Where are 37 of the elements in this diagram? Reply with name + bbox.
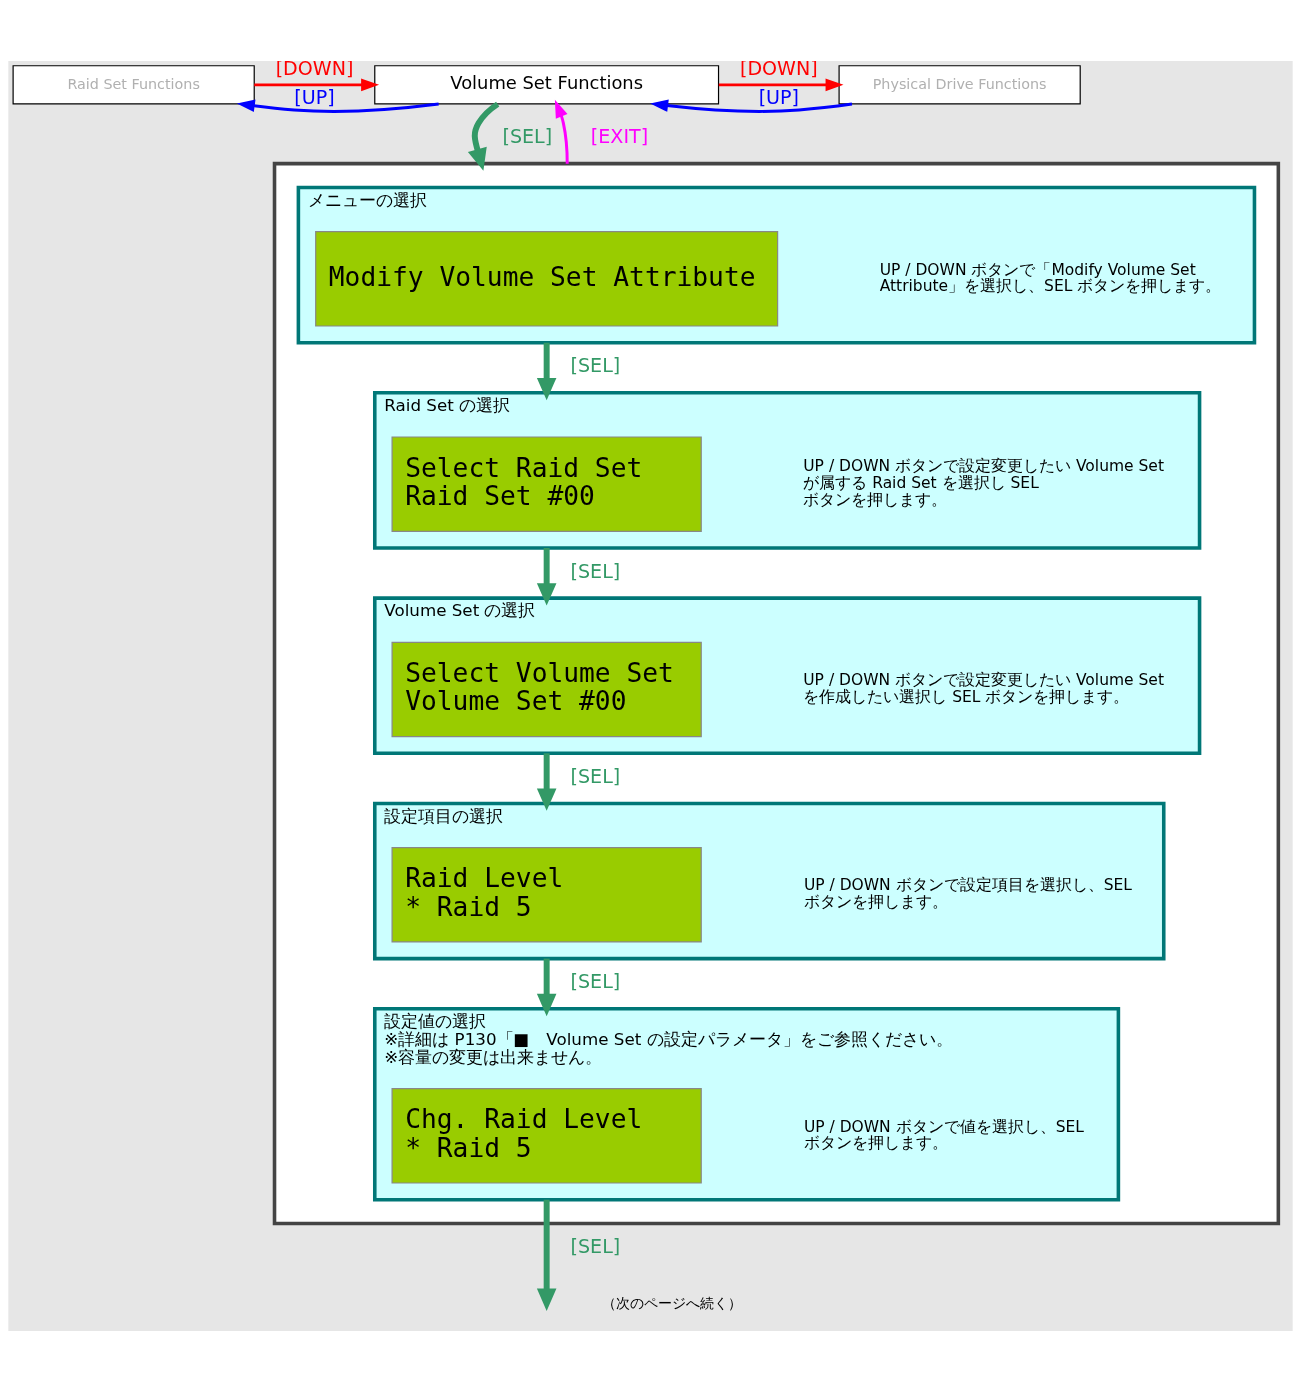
arrow [536,752,557,811]
node-text: UP / DOWN ボタンで設定項目を選択し、SEL ボタンを押します。 [803,875,1132,911]
edge-label: [SEL] [570,559,621,583]
arrow [718,78,844,91]
node-box: Chg. Raid Level * Raid 5 [391,1087,702,1184]
edge-label: [EXIT] [590,124,649,148]
edge-label: [SEL] [570,1234,621,1258]
cluster [272,161,1281,1225]
node-box: Raid Level * Raid 5 [391,846,702,942]
arrow [536,342,557,400]
node-box: Volume Set Functions [374,64,720,105]
edge-label: [SEL] [570,969,621,993]
edge-label: [SEL] [570,764,621,788]
node-box: Select Raid Set Raid Set #00 [391,435,702,532]
arrow [554,99,569,164]
arrow [467,101,500,171]
node-box: Raid Set Functions [12,64,255,105]
arrow [236,99,439,113]
arrow [536,1199,557,1311]
edge-label: [SEL] [570,353,621,377]
node-text: UP / DOWN ボタンで値を選択し、SEL ボタンを押します。 [803,1117,1084,1152]
arrow [650,98,853,113]
node-box: Modify Volume Set Attribute [315,230,779,327]
edge-label: [DOWN] [275,56,354,80]
arrow [254,78,380,91]
arrow [536,958,557,1016]
node-text: UP / DOWN ボタンで「Modify Volume Set Attribute」を選択し、SEL ボタンを押します。 [879,260,1222,295]
edge-label: [DOWN] [739,56,818,80]
arrow [536,547,557,606]
edge-label: [UP] [294,85,335,109]
edge-label: [UP] [758,85,799,109]
node-box: Select Volume Set Volume Set #00 [391,641,702,737]
node-text: UP / DOWN ボタンで設定変更したい Volume Set が属する Raid Set を選択し SEL ボタンを押します。 [803,456,1164,509]
label: （次のページへ続く） [601,1294,742,1311]
edge-label: [SEL] [502,124,553,148]
node-box: Physical Drive Functions [838,64,1081,105]
node-text: UP / DOWN ボタンで設定変更したい Volume Set を作成したい選択し SEL ボタンを押します。 [803,670,1164,706]
